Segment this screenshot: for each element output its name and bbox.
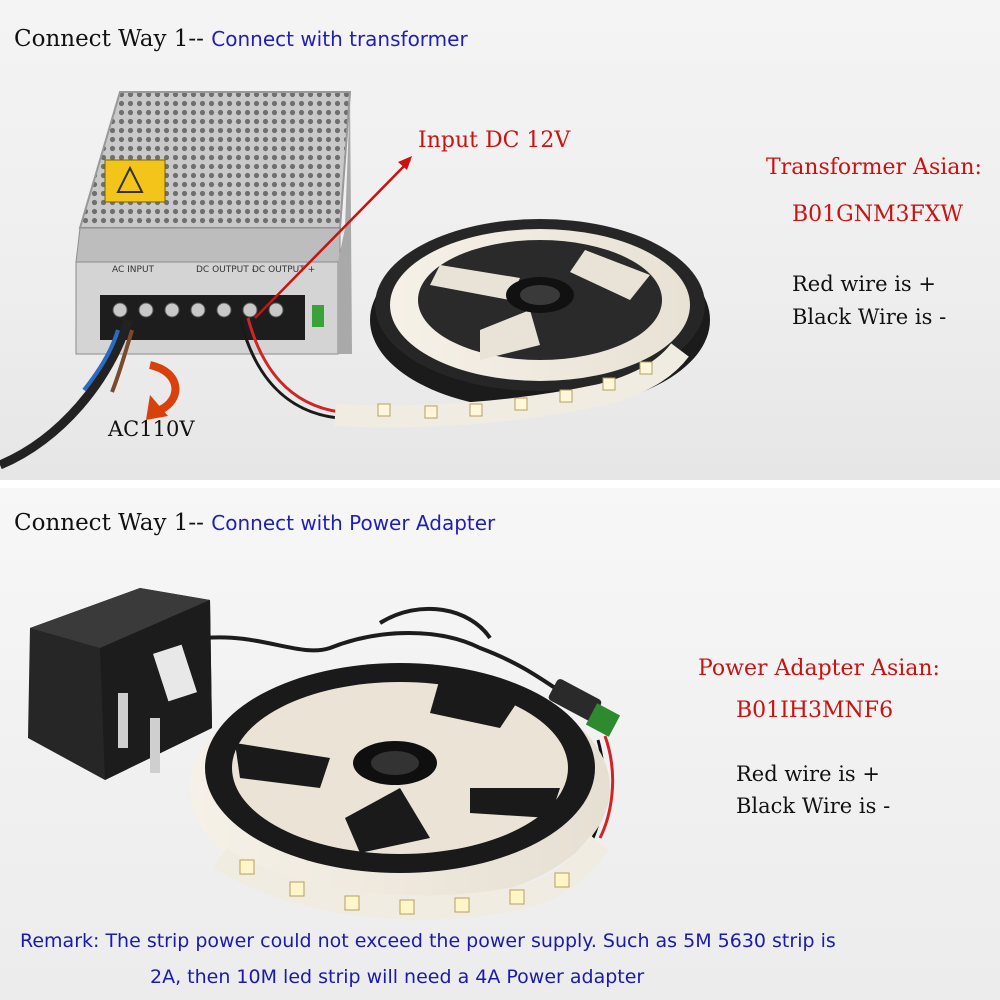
heading-prefix: Connect Way 1-- [14, 510, 204, 536]
psu-dc-output-label: DC OUTPUT - [196, 265, 255, 275]
curved-arrow-icon [148, 361, 180, 414]
adapter-red-wire [598, 735, 615, 839]
arrow-head-icon [398, 156, 412, 170]
remark-line-1: Remark: The strip power could not exceed… [20, 930, 836, 952]
terminal-connector [585, 703, 621, 737]
dc-red-wire [246, 317, 341, 414]
transformer-panel: AC INPUT DC OUTPUT - DC OUTPUT + [0, 0, 1000, 480]
led-strip-reel-2 [190, 663, 610, 906]
dc-jack [548, 679, 602, 721]
ac-voltage-label: AC110V [108, 417, 195, 441]
transformer-asin-code: B01GNM3FXW [792, 202, 964, 227]
adapter-prong-2 [150, 718, 160, 773]
ac-cable [0, 318, 133, 470]
adapter-panel: Connect Way 1-- Connect with Power Adapt… [0, 488, 1000, 1000]
black-wire-note-2: Black Wire is - [736, 794, 891, 818]
warning-label [104, 159, 166, 203]
black-wire-note: Black Wire is - [792, 305, 947, 329]
red-wire-note: Red wire is + [792, 272, 936, 296]
power-supply-unit: AC INPUT DC OUTPUT - DC OUTPUT + [75, 91, 352, 355]
led-strip-reel [370, 219, 710, 410]
adapter-asin-label: Power Adapter Asian: [698, 656, 940, 681]
adapter-prong [118, 693, 128, 748]
section-heading: Connect Way 1-- Connect with transformer [14, 26, 468, 52]
heading-subtitle: Connect with transformer [211, 27, 468, 51]
input-arrow-line [254, 159, 411, 319]
adapter-cable [204, 631, 572, 700]
adapter-illustration [28, 588, 621, 920]
psu-ac-input-label: AC INPUT [112, 265, 155, 275]
transformer-asin-label: Transformer Asian: [766, 155, 982, 180]
psu-dc-output-label-2: DC OUTPUT + [252, 265, 315, 275]
section-divider [0, 480, 1000, 488]
red-wire-note-2: Red wire is + [736, 762, 880, 786]
heading-prefix: Connect Way 1-- [14, 26, 204, 52]
transformer-illustration: AC INPUT DC OUTPUT - DC OUTPUT + [0, 91, 710, 470]
adapter-asin-code: B01IH3MNF6 [736, 698, 894, 723]
remark-line-2: 2A, then 10M led strip will need a 4A Po… [150, 966, 645, 988]
dc-black-wire [238, 317, 339, 420]
power-adapter [28, 588, 212, 780]
heading-subtitle: Connect with Power Adapter [211, 511, 496, 535]
led-strip-tail-2 [213, 835, 610, 920]
section-heading-2: Connect Way 1-- Connect with Power Adapt… [14, 510, 495, 536]
input-dc-label: Input DC 12V [418, 128, 571, 153]
